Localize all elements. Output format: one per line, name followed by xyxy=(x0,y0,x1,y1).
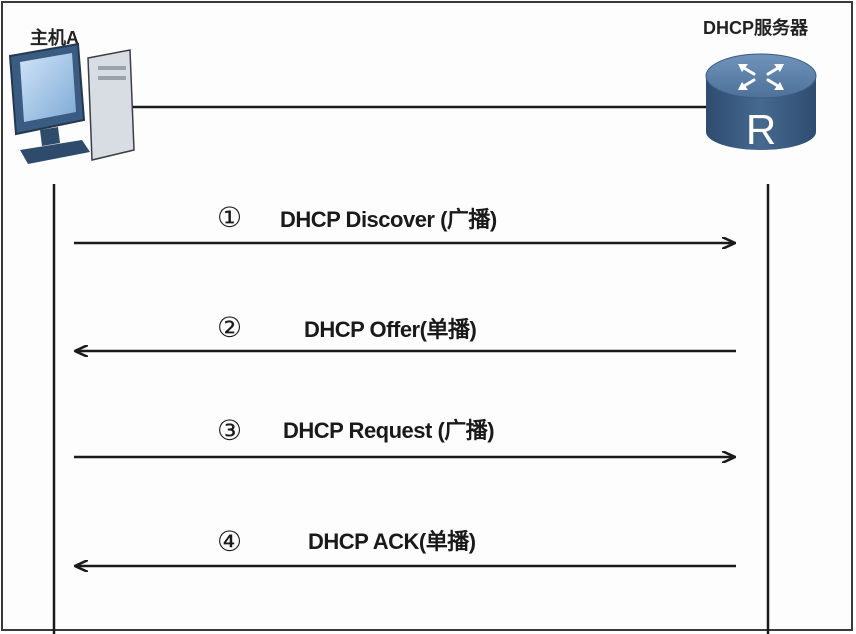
message-label-offer: DHCP Offer(单播) xyxy=(304,317,477,342)
step-number-4: ④ xyxy=(217,525,243,558)
host-label: 主机A xyxy=(30,28,79,48)
message-label-request: DHCP Request (广播) xyxy=(283,418,495,443)
message-label-ack: DHCP ACK(单播) xyxy=(308,529,476,554)
message-label-discover: DHCP Discover (广播) xyxy=(280,207,497,232)
svg-text:R: R xyxy=(746,106,776,153)
router-icon: R xyxy=(705,53,817,153)
step-number-1: ① xyxy=(217,201,243,234)
step-number-3: ③ xyxy=(217,414,243,447)
step-number-2: ② xyxy=(217,311,243,344)
computer-icon xyxy=(8,42,135,164)
server-label: DHCP服务器 xyxy=(703,18,809,38)
